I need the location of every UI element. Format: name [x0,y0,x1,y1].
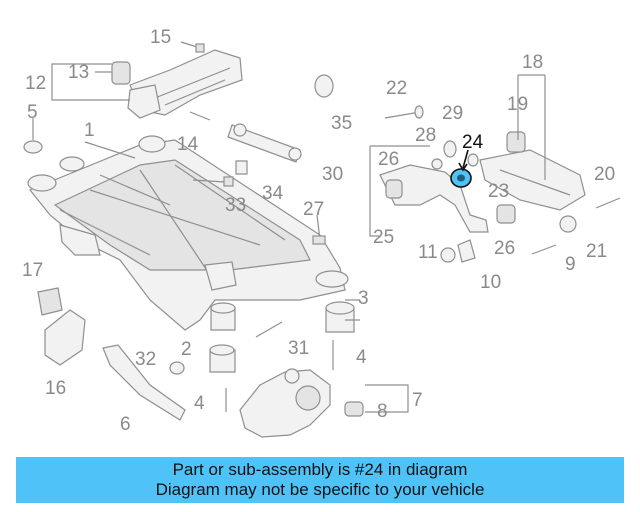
callout-8: 8 [377,401,388,422]
callout-32: 32 [135,349,156,370]
callout-34: 34 [262,183,284,204]
callout-18: 18 [522,52,543,73]
callout-21: 21 [586,241,607,262]
callout-12: 12 [25,73,46,94]
part-24-bushing-highlighted[interactable] [450,149,472,188]
callout-30: 30 [322,164,343,185]
callout-33: 33 [225,195,246,216]
leader-lines [32,63,546,413]
callout-10: 10 [480,272,501,293]
callout-5: 5 [27,102,38,123]
callout-11: 11 [418,242,438,263]
callout-3: 3 [358,288,369,309]
knuckle-assembly [239,368,364,438]
banner-line-2: Diagram may not be specific to your vehi… [155,480,485,499]
subframe-bushings [209,301,355,373]
control-arms-right [379,105,621,263]
callout-22: 22 [386,78,407,99]
callout-27: 27 [303,199,324,220]
rear-subframe [27,135,349,331]
callout-20: 20 [594,164,615,185]
callout-9: 9 [565,254,576,275]
callout-4-right: 4 [356,347,367,368]
trailing-arm-assembly [111,49,243,119]
callout-25: 25 [373,227,394,248]
callout-4-left: 4 [194,393,205,414]
info-banner: Part or sub-assembly is #24 in diagram D… [16,457,624,503]
callout-35: 35 [331,113,352,134]
callout-7: 7 [412,390,423,411]
lateral-link [227,123,302,163]
hardware-left [23,41,334,245]
callout-6: 6 [120,414,131,435]
callout-16: 16 [45,378,66,399]
callout-29: 29 [442,103,463,124]
callout-14: 14 [177,134,199,155]
callout-26-right: 26 [494,238,515,259]
callout-24: 24 [462,132,484,153]
callout-1: 1 [84,120,95,141]
callout-26-left: 26 [378,149,399,170]
callout-2: 2 [181,339,192,360]
callout-15: 15 [150,27,171,48]
bolts [225,321,334,412]
banner-line-1: Part or sub-assembly is #24 in diagram [172,460,468,479]
callout-31: 31 [288,338,309,359]
callout-19: 19 [507,94,528,115]
callout-17: 17 [22,260,43,281]
callout-13: 13 [68,62,89,83]
callout-28: 28 [415,125,436,146]
parts-diagram: 1 2 3 4 4 5 6 7 8 9 10 11 12 13 14 15 16… [22,27,621,438]
brackets-left [37,287,186,421]
callout-23: 23 [488,181,509,202]
callout-labels: 1 2 3 4 4 5 6 7 8 9 10 11 12 13 14 15 16… [22,27,615,435]
